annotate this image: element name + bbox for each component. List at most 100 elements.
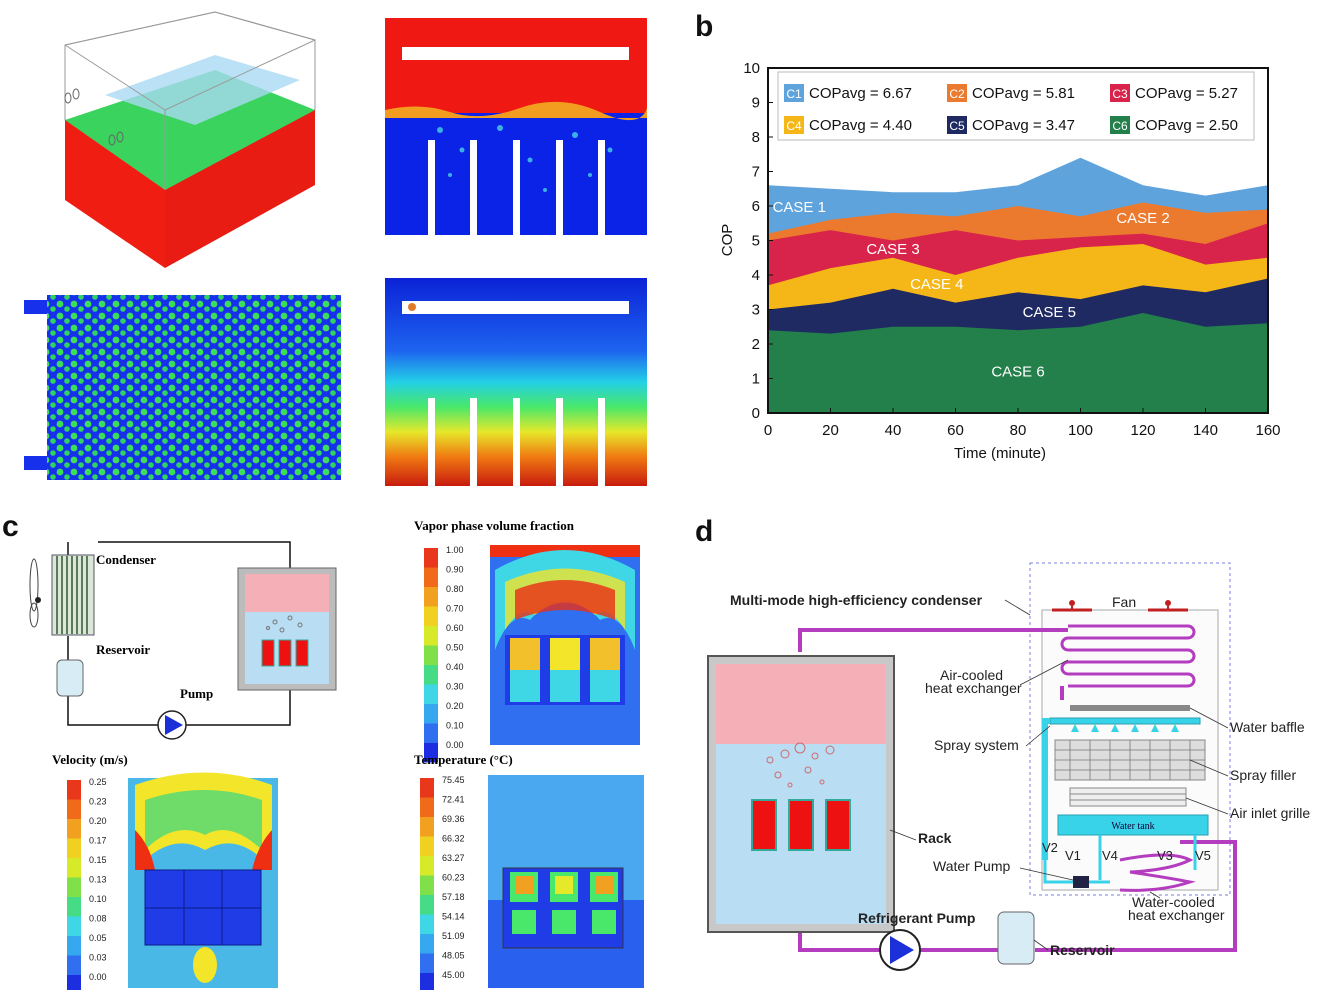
panel-label-d: d — [695, 515, 714, 548]
condenser-coil-icon — [51, 554, 95, 636]
colorbar-segment — [67, 858, 81, 878]
colorbar-label: 75.45 — [442, 775, 465, 785]
x-tick-label: 160 — [1255, 422, 1280, 439]
fan-label: Fan — [1112, 594, 1136, 610]
colorbar-segment — [67, 916, 81, 936]
y-tick-label: 10 — [743, 60, 760, 77]
air-cooled-label-2: heat exchanger — [925, 680, 1022, 696]
colorbar-label: 0.08 — [89, 914, 107, 924]
legend-label: COPavg = 4.40 — [809, 117, 912, 134]
valve-v2-label: V2 — [1042, 840, 1058, 855]
colorbar-label: 66.32 — [442, 834, 465, 844]
colorbar-segment — [424, 548, 438, 568]
y-tick-label: 1 — [752, 371, 760, 388]
colorbar-label: 60.23 — [442, 873, 465, 883]
x-tick-label: 140 — [1193, 422, 1218, 439]
air-cooled-coil — [1060, 624, 1196, 688]
colorbar-label: 0.80 — [446, 584, 464, 594]
spray-system — [1042, 717, 1201, 860]
valve-v1-label: V1 — [1065, 848, 1081, 863]
colorbar-segment — [67, 955, 81, 975]
colorbar-label: 0.50 — [446, 643, 464, 653]
water-pump-label: Water Pump — [933, 858, 1010, 874]
legend-key: C4 — [786, 119, 802, 133]
colorbar-segment — [420, 856, 434, 876]
colorbar-segment — [420, 953, 434, 973]
colorbar-segment — [420, 817, 434, 837]
pump-icon — [157, 710, 187, 740]
temperature-section-view — [385, 278, 647, 486]
water-baffle — [1070, 705, 1190, 711]
temperature-title: Temperature (°C) — [414, 752, 513, 767]
colorbar-label: 0.25 — [89, 777, 107, 787]
panel-label-c: c — [2, 510, 19, 543]
colorbar-label: 57.18 — [442, 892, 465, 902]
refrigerant-pump-label: Refrigerant Pump — [858, 910, 975, 926]
water-cooled-label-1: Water-cooled — [1132, 894, 1215, 910]
colorbar-segment — [67, 975, 81, 995]
legend-key: C2 — [949, 87, 965, 101]
colorbar-label: 0.23 — [89, 797, 107, 807]
spray-filler-label: Spray filler — [1230, 767, 1296, 783]
legend-label: COPavg = 6.67 — [809, 85, 912, 102]
valve-v5-label: V5 — [1195, 848, 1211, 863]
colorbar-label: 1.00 — [446, 545, 464, 555]
panel-d: Water tank — [690, 560, 1330, 990]
colorbar-segment — [424, 665, 438, 685]
y-tick-label: 4 — [752, 267, 760, 284]
leader-lines — [889, 599, 1229, 951]
colorbar-label: 0.05 — [89, 933, 107, 943]
legend-label: COPavg = 5.81 — [972, 85, 1075, 102]
condenser-enclosure — [1029, 562, 1231, 896]
legend-key: C3 — [1112, 87, 1128, 101]
tank-3d-view — [64, 11, 316, 268]
colorbar-segment — [67, 799, 81, 819]
x-axis-title: Time (minute) — [954, 445, 1046, 462]
colorbar-label: 63.27 — [442, 853, 465, 863]
panel-c-figures: Condenser Reservoir Pump Vapor phase vol… — [29, 518, 644, 995]
colorbar-label: 0.00 — [89, 972, 107, 982]
legend-swatch-c6 — [1110, 116, 1130, 134]
colorbar-segment — [67, 936, 81, 956]
colorbar-segment — [424, 567, 438, 587]
colorbar-label: 72.41 — [442, 795, 465, 805]
water-tank — [1057, 814, 1209, 836]
legend-swatch-c2 — [947, 84, 967, 102]
panel-c: Condenser Reservoir Pump Vapor phase vol… — [0, 510, 690, 995]
colorbar-segment — [67, 838, 81, 858]
panel-a-images — [24, 11, 647, 486]
y-tick-label: 7 — [752, 164, 760, 181]
y-tick-label: 6 — [752, 198, 760, 215]
case-label-4: CASE 4 — [910, 276, 963, 293]
colorbar-segment — [424, 723, 438, 743]
panel-label-b: b — [695, 10, 714, 43]
colorbar-segment — [67, 780, 81, 800]
colorbar-label: 0.20 — [446, 701, 464, 711]
colorbar-segment — [420, 973, 434, 993]
colorbar-label: 69.36 — [442, 814, 465, 824]
legend-label: COPavg = 5.27 — [1135, 85, 1238, 102]
rack-tank — [707, 655, 895, 933]
colorbar-segment — [424, 587, 438, 607]
case-label-1: CASE 1 — [773, 199, 826, 216]
colorbar-label: 0.30 — [446, 682, 464, 692]
x-tick-label: 120 — [1130, 422, 1155, 439]
temperature-contour-map — [488, 775, 644, 988]
area-c6 — [768, 312, 1268, 413]
colorbar-label: 0.60 — [446, 623, 464, 633]
legend-key: C6 — [1112, 119, 1128, 133]
legend-swatch-c3 — [1110, 84, 1130, 102]
colorbar-label: 0.20 — [89, 816, 107, 826]
reservoir-label: Reservoir — [96, 642, 150, 657]
y-tick-label: 8 — [752, 129, 760, 146]
vapor-section-view — [385, 18, 647, 235]
valve-v4-label: V4 — [1102, 848, 1118, 863]
vapor-contour-map — [490, 545, 640, 745]
colorbar-segment — [420, 934, 434, 954]
water-tank-label: Water tank — [1111, 821, 1154, 832]
colorbar-segment — [67, 877, 81, 897]
air-inlet-grille — [1069, 787, 1187, 807]
colorbar-segment — [420, 895, 434, 915]
